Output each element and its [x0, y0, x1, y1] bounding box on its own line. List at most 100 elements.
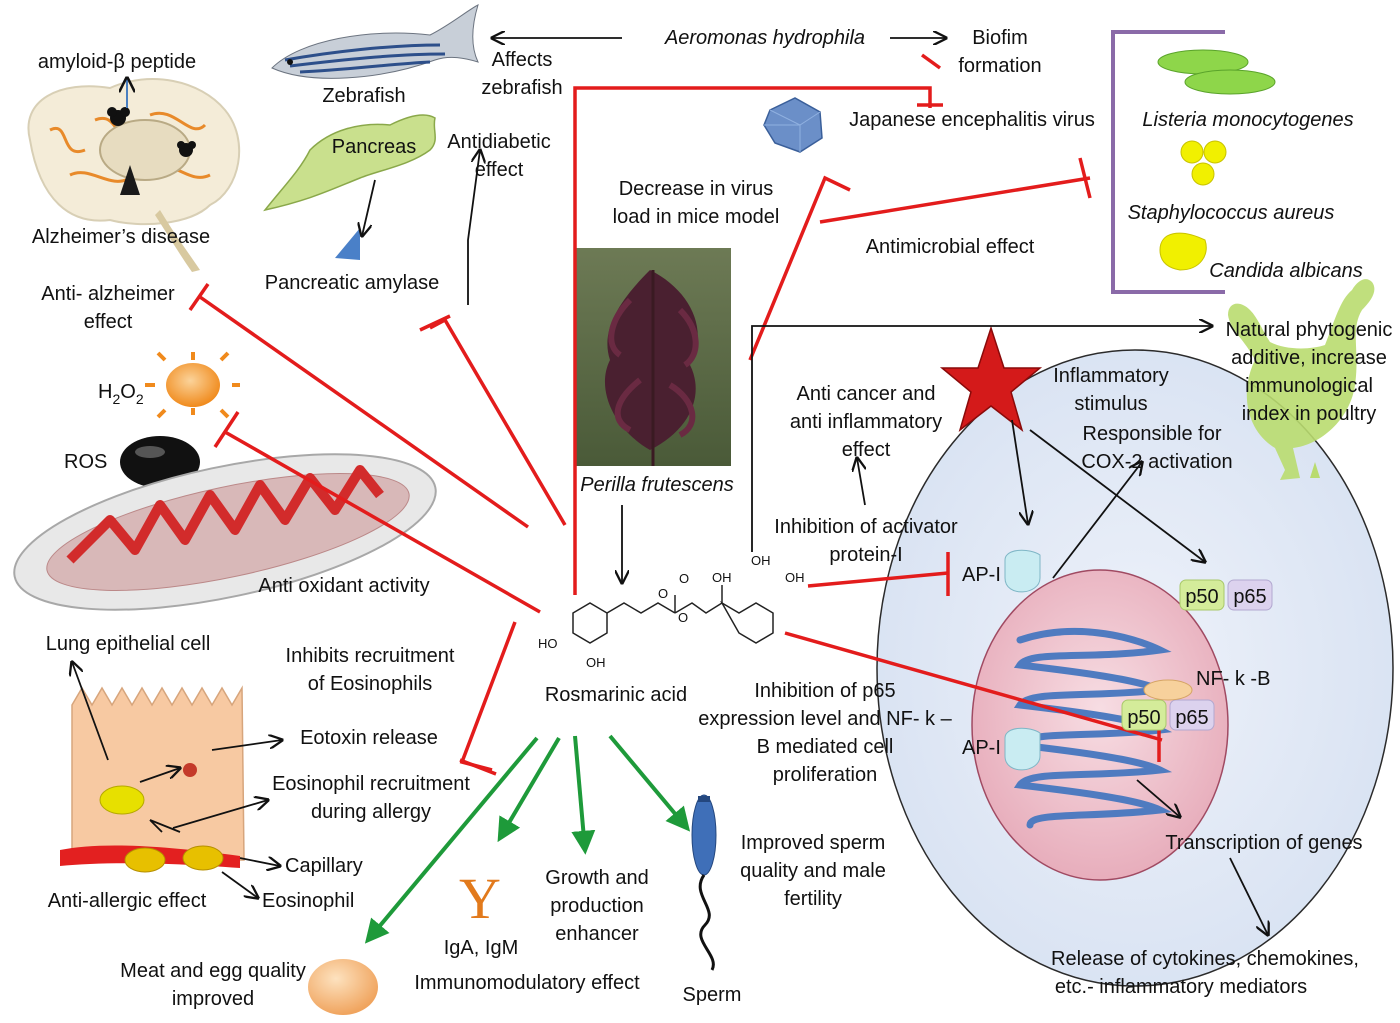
egg-icon	[308, 959, 378, 1015]
growth-label-2: production	[550, 895, 643, 917]
zebrafish-label: Zebrafish	[322, 85, 405, 107]
anticancer-label-1: Anti cancer and	[797, 383, 936, 405]
p65-inhibition-label-2: expression level and NF- k –	[698, 708, 952, 730]
p65-inhibition-label-4: proliferation	[773, 764, 878, 786]
anti-allergic-label: Anti-allergic effect	[48, 890, 207, 912]
immunomod-label: Immunomodulatory effect	[414, 972, 640, 994]
plant-label: Perilla frutescens	[580, 474, 733, 496]
inhibit-alzheimer	[198, 295, 530, 529]
oh-label: OH	[785, 570, 805, 585]
sperm-quality-label-2: quality and male	[740, 860, 886, 882]
capillary-label: Capillary	[285, 855, 363, 877]
growth-label-1: Growth and	[545, 867, 648, 889]
o-label: O	[658, 586, 668, 601]
labels: amyloid-β peptide Zebrafish Affects zebr…	[32, 27, 1393, 1010]
staph-label: Staphylococcus aureus	[1128, 202, 1335, 224]
h2o2-label: H2O2	[98, 381, 144, 407]
listeria-icon	[1157, 49, 1276, 95]
p65-inhibition-label-1: Inhibition of p65	[754, 680, 895, 702]
p65-label: p65	[1233, 586, 1266, 608]
star-icon	[939, 325, 1043, 433]
plant-photo	[575, 248, 731, 466]
cox2-label-1: Responsible for	[1083, 423, 1222, 445]
jev-label: Japanese encephalitis virus	[849, 109, 1095, 131]
chicken-icon	[1228, 279, 1375, 480]
inflammatory-stimulus-label-1: Inflammatory	[1053, 365, 1169, 387]
poultry-label-2: additive, increase	[1231, 347, 1387, 369]
black-arrows	[72, 38, 1268, 935]
ap1-label: AP-I	[962, 564, 1001, 586]
virus-load-label-1: Decrease in virus	[619, 178, 774, 200]
brain-icon	[27, 78, 241, 272]
eotoxin-label: Eotoxin release	[300, 727, 438, 749]
cox2-label-2: COX-2 activation	[1081, 451, 1232, 473]
inhibition-ap1-label-1: Inhibition of activator	[774, 516, 958, 538]
p50-nuc-label: p50	[1127, 707, 1160, 729]
oh-label: OH	[586, 655, 606, 670]
p50-label: p50	[1185, 586, 1218, 608]
compound-label: Rosmarinic acid	[545, 684, 687, 706]
cytokines-label-1: Release of cytokines, chemokines,	[1051, 948, 1359, 970]
o-label: O	[678, 610, 688, 625]
meat-egg-label-1: Meat and egg quality	[120, 960, 306, 982]
affects-zebrafish-label-2: zebrafish	[481, 77, 562, 99]
candida-label: Candida albicans	[1209, 260, 1362, 282]
sperm-quality-label-3: fertility	[784, 888, 842, 910]
antioxidant-label: Anti oxidant activity	[258, 575, 429, 597]
poultry-label-4: index in poultry	[1242, 403, 1377, 425]
antibody-icon: Y	[459, 866, 501, 931]
virus-icon	[763, 97, 823, 153]
virus-load-label-2: load in mice model	[613, 206, 780, 228]
anti-alzheimer-label-2: effect	[84, 311, 133, 333]
p50-p65-icon	[1121, 579, 1273, 731]
structure-labels: OH OH OH HO OH O O O	[538, 553, 805, 670]
affects-zebrafish-label-1: Affects	[492, 49, 553, 71]
sperm-icon	[691, 794, 717, 971]
listeria-label: Listeria monocytogenes	[1142, 109, 1353, 131]
cytokines-label-2: etc.- inflammatory mediators	[1055, 976, 1307, 998]
biofilm-label-2: formation	[958, 55, 1041, 77]
antidiabetic-label-1: Antidiabetic	[447, 131, 550, 153]
eosinophil-label: Eosinophil	[262, 890, 354, 912]
inhibition-ap1-label-2: protein-I	[829, 544, 902, 566]
candida-icon	[1159, 232, 1207, 271]
sperm-label: Sperm	[683, 984, 742, 1006]
rosmarinic-acid-structure	[572, 585, 774, 644]
ho-label: HO	[538, 636, 558, 651]
ros-label: ROS	[64, 451, 107, 473]
lung-cell-label: Lung epithelial cell	[46, 633, 211, 655]
lung-cell-icon	[60, 685, 245, 873]
oh-label: OH	[712, 570, 732, 585]
ap1-nuc-label: AP-I	[962, 737, 1001, 759]
p65-inhibition-label-3: B mediated cell	[757, 736, 894, 758]
zebrafish-icon	[271, 4, 479, 79]
meat-egg-label-2: improved	[172, 988, 254, 1010]
transcription-label: Transcription of genes	[1165, 832, 1362, 854]
staph-icon	[1180, 140, 1227, 186]
poultry-label-1: Natural phytogenic	[1226, 319, 1393, 341]
anticancer-label-2: anti inflammatory	[790, 411, 942, 433]
inhibits-eos-label-1: Inhibits recruitment	[286, 645, 455, 667]
o-label: O	[679, 571, 689, 586]
anti-alzheimer-label-1: Anti- alzheimer	[41, 283, 175, 305]
amylase-icon	[335, 228, 360, 260]
antimicrobial-label: Antimicrobial effect	[866, 236, 1035, 258]
alzheimers-disease-label: Alzheimer’s disease	[32, 226, 210, 248]
sperm-quality-label-1: Improved sperm	[741, 832, 886, 854]
bracket	[1111, 30, 1225, 294]
poultry-label-3: immunological	[1245, 375, 1373, 397]
anticancer-label-3: effect	[842, 439, 891, 461]
stimulation-arrows	[364, 734, 691, 944]
nfkb-label: NF- k -B	[1196, 668, 1270, 690]
growth-label-3: enhancer	[555, 923, 639, 945]
oh-label: OH	[751, 553, 771, 568]
biofilm-label-1: Biofim	[972, 27, 1028, 49]
eos-recruit-label-1: Eosinophil recruitment	[272, 773, 470, 795]
inhibits-eos-label-2: of Eosinophils	[308, 673, 433, 695]
eos-recruit-label-2: during allergy	[311, 801, 431, 823]
p65-nuc-label: p65	[1175, 707, 1208, 729]
pancreas-label: Pancreas	[332, 136, 417, 158]
iga-label: IgA, IgM	[444, 937, 518, 959]
